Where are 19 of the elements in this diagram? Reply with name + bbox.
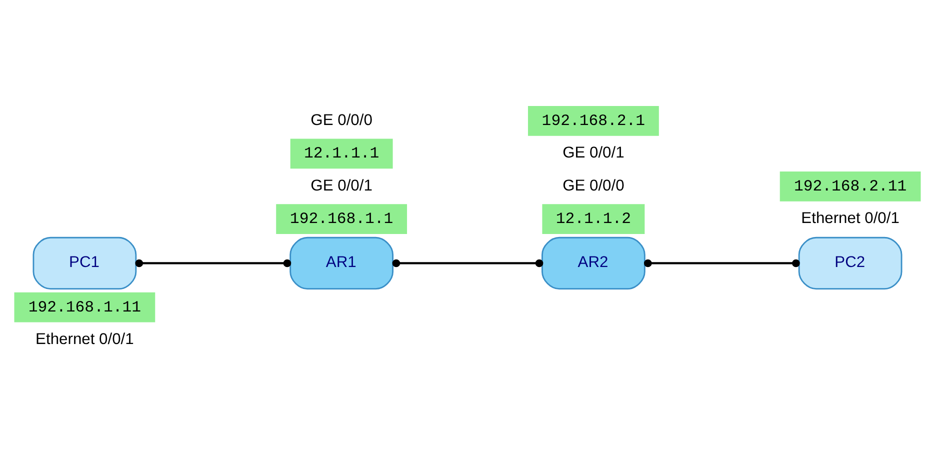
node-label: 192.168.1.11 (28, 298, 142, 316)
connector (392, 258, 544, 267)
connector (644, 258, 800, 267)
node-box: AR2 (542, 236, 646, 290)
node-box: AR1 (290, 236, 394, 290)
node-label: Ethernet 0/0/1 (36, 330, 134, 348)
node-label: GE 0/0/0 (562, 176, 624, 194)
node-label: 12.1.1.1 (304, 144, 380, 162)
node-label: 192.168.2.1 (542, 111, 646, 130)
node-box: PC1 (32, 236, 137, 290)
node-label: GE 0/0/1 (562, 144, 624, 162)
node-label: Ethernet 0/0/1 (801, 210, 900, 227)
node-label: 192.168.2.11 (794, 176, 907, 195)
node-label: GE 0/0/0 (310, 111, 372, 128)
node-label: 12.1.1.2 (556, 210, 631, 228)
node-label: GE 0/0/1 (310, 176, 372, 194)
node-label: 192.168.1.1 (290, 210, 394, 228)
node-box: PC2 (798, 236, 902, 290)
connector (135, 258, 292, 267)
